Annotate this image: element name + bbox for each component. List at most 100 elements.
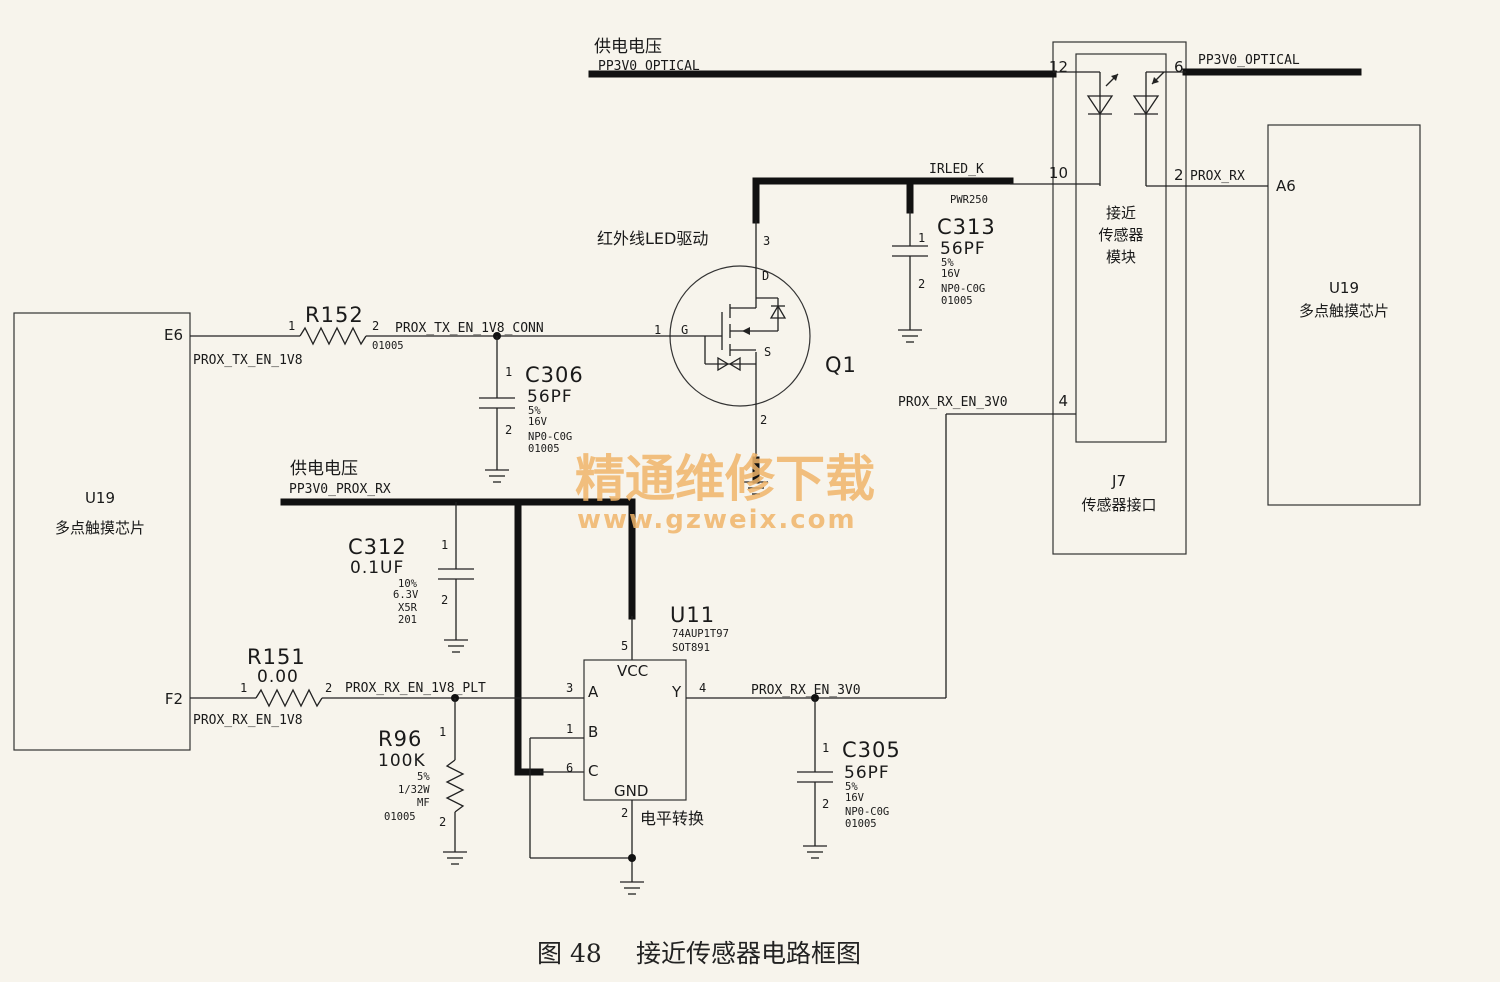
svg-text:3: 3 <box>763 234 770 248</box>
svg-text:4: 4 <box>699 681 706 695</box>
j7-pin-2: 2 <box>1174 166 1184 184</box>
svg-text:MF: MF <box>417 797 430 809</box>
svg-text:1: 1 <box>288 319 295 333</box>
svg-text:X5R: X5R <box>398 602 418 614</box>
u11-ref: U11 <box>670 603 715 627</box>
ground-icon <box>744 481 768 495</box>
u19-pin-f2: F2 <box>165 690 183 708</box>
level-shift-label: 电平转换 <box>640 809 704 828</box>
q1-ref: Q1 <box>825 353 857 377</box>
figure-number: 图 48 <box>537 939 602 968</box>
c312-ref: C312 <box>348 535 407 559</box>
capacitor-c313: 1 2 C313 56PF 5% 16V NP0-C0G 01005 <box>892 215 996 330</box>
svg-text:1/32W: 1/32W <box>398 784 430 796</box>
svg-text:1: 1 <box>654 323 661 337</box>
net-pp3v0-optical-left: PP3V0_OPTICAL <box>598 59 700 74</box>
svg-text:2: 2 <box>621 806 628 820</box>
u19-pin-e6: E6 <box>164 326 183 344</box>
r96-value: 100K <box>378 751 426 771</box>
u19-left-ref: U19 <box>85 489 115 507</box>
u11-level-shifter: VCC GND A B C Y 3 1 6 4 5 2 U11 74AUP1T9… <box>566 603 729 820</box>
ground-icon <box>803 845 827 859</box>
ground-icon <box>485 469 509 483</box>
svg-text:1: 1 <box>566 722 573 736</box>
svg-text:5%: 5% <box>941 257 954 269</box>
svg-text:6.3V: 6.3V <box>393 589 419 601</box>
j7-connector: J7 传感器接口 接近 传感器 模块 12 10 4 6 2 <box>1049 41 1187 555</box>
u19-right-ref: U19 <box>1329 279 1359 297</box>
svg-text:10%: 10% <box>398 578 418 590</box>
svg-text:NP0-C0G: NP0-C0G <box>845 806 889 818</box>
j7-pin-6: 6 <box>1174 58 1184 76</box>
svg-text:1: 1 <box>918 231 925 245</box>
svg-text:2: 2 <box>439 815 446 829</box>
net-pp3v0-prox-rx: PP3V0_PROX_RX <box>289 482 391 497</box>
svg-text:5%: 5% <box>845 781 858 793</box>
svg-text:16V: 16V <box>845 792 865 804</box>
svg-text:GND: GND <box>614 782 648 800</box>
c313-ref: C313 <box>937 215 996 239</box>
svg-text:1: 1 <box>822 741 829 755</box>
svg-text:2: 2 <box>918 277 925 291</box>
module-label-2: 传感器 <box>1098 226 1143 244</box>
net-prox-rx-en-3v0-top: PROX_RX_EN_3V0 <box>898 395 1008 410</box>
ground-icon <box>620 881 644 895</box>
module-label-1: 接近 <box>1106 204 1136 222</box>
svg-text:1: 1 <box>439 725 446 739</box>
svg-text:2: 2 <box>505 423 512 437</box>
svg-text:NP0-C0G: NP0-C0G <box>528 431 572 443</box>
svg-text:2: 2 <box>822 797 829 811</box>
supply-voltage-top-label: 供电电压 <box>594 37 662 57</box>
svg-text:1: 1 <box>240 681 247 695</box>
svg-text:01005: 01005 <box>845 818 877 830</box>
svg-text:3: 3 <box>566 681 573 695</box>
r96-ref: R96 <box>378 727 422 751</box>
net-irled-k: IRLED_K <box>929 162 984 177</box>
svg-text:1: 1 <box>505 365 512 379</box>
svg-text:B: B <box>588 723 598 741</box>
svg-text:01005: 01005 <box>941 295 973 307</box>
j7-desc: 传感器接口 <box>1081 496 1156 514</box>
svg-text:2: 2 <box>372 319 379 333</box>
net-prox-rx-en-3v0-bottom: PROX_RX_EN_3V0 <box>751 683 861 698</box>
c306-ref: C306 <box>525 363 584 387</box>
u19-left-chip: U19 多点触摸芯片 E6 F2 <box>13 312 191 751</box>
svg-text:01005: 01005 <box>528 443 560 455</box>
resistor-r152: 1 2 R152 01005 <box>288 303 404 352</box>
svg-text:74AUP1T97: 74AUP1T97 <box>672 628 729 640</box>
c306-value: 56PF <box>527 387 573 407</box>
resistor-r96: 1 2 R96 100K 5% 1/32W MF 01005 <box>378 725 465 852</box>
module-label-3: 模块 <box>1106 248 1136 266</box>
svg-text:1: 1 <box>441 538 448 552</box>
u19-right-desc: 多点触摸芯片 <box>1299 302 1389 320</box>
c313-value: 56PF <box>940 239 986 259</box>
svg-text:01005: 01005 <box>384 811 416 823</box>
capacitor-c312: 1 2 C312 0.1UF 10% 6.3V X5R 201 <box>348 535 474 640</box>
ground-icon <box>898 329 922 343</box>
svg-text:201: 201 <box>398 614 417 626</box>
pwr250-label: PWR250 <box>950 194 988 206</box>
c312-value: 0.1UF <box>350 558 404 578</box>
svg-text:C: C <box>588 762 598 780</box>
ir-led-driver-label: 红外线LED驱动 <box>597 229 708 248</box>
watermark-url: www.gzweix.com <box>577 505 857 535</box>
svg-text:D: D <box>762 269 769 283</box>
ground-icon <box>444 639 468 653</box>
net-prox-rx-en-1v8-plt: PROX_RX_EN_1V8_PLT <box>345 681 486 696</box>
watermark-title: 精通维修下载 <box>575 449 875 508</box>
j7-pin-4: 4 <box>1058 392 1068 410</box>
svg-text:5: 5 <box>621 639 628 653</box>
svg-text:S: S <box>764 345 771 359</box>
capacitor-c306: 1 2 C306 56PF 5% 16V NP0-C0G 01005 <box>479 363 584 470</box>
ground-icon <box>443 851 467 865</box>
svg-text:5%: 5% <box>528 405 541 417</box>
svg-text:6: 6 <box>566 761 573 775</box>
svg-text:16V: 16V <box>941 268 961 280</box>
net-prox-rx-en-1v8: PROX_RX_EN_1V8 <box>193 713 303 728</box>
r151-ref: R151 <box>247 645 306 669</box>
svg-text:Y: Y <box>671 683 682 701</box>
figure-title: 接近传感器电路框图 <box>636 939 861 968</box>
r151-value: 0.00 <box>257 667 299 687</box>
mosfet-q1: 3 D G 1 S 2 Q1 <box>654 220 857 460</box>
